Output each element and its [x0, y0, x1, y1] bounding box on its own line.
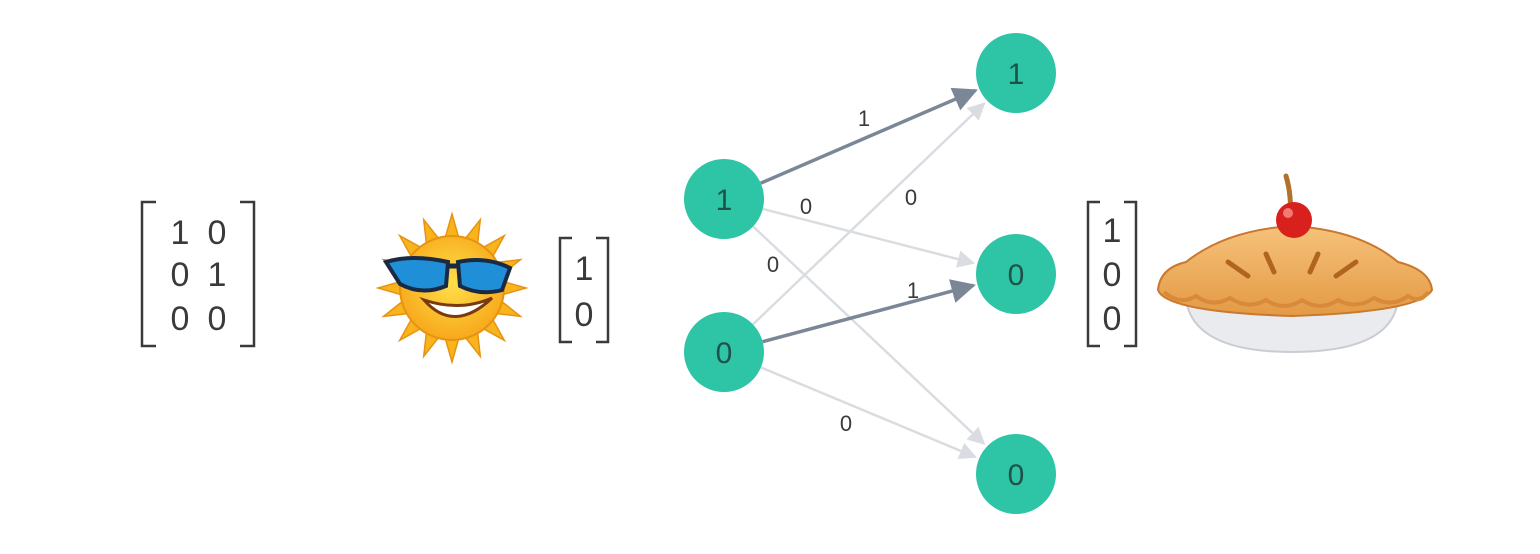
input-node: [684, 312, 764, 392]
output-node-label: 0: [1008, 459, 1025, 492]
matrix-cell: 0: [171, 300, 190, 338]
matrix-cell: 0: [171, 256, 190, 294]
input-node-label: 0: [716, 337, 733, 370]
network-edges: [752, 87, 986, 460]
pie-icon: [1156, 173, 1434, 354]
network-edge: [762, 279, 976, 344]
edge-weight-label: 0: [800, 194, 812, 219]
network-edge: [760, 87, 978, 185]
matrix-cell: 1: [171, 214, 190, 252]
input-vector-right-bracket: [596, 236, 610, 344]
matrix-cell: 0: [208, 214, 227, 252]
output-node: [976, 234, 1056, 314]
network-edge: [760, 366, 978, 460]
edge-weight-label: 0: [905, 185, 917, 210]
input-vector-value: 0: [575, 296, 594, 334]
input-node-label: 1: [716, 184, 733, 217]
network-edge: [762, 207, 976, 268]
output-vector-value: 0: [1103, 256, 1122, 294]
input-vector: 1 0: [558, 236, 610, 344]
edge-weight-label: 1: [907, 278, 919, 303]
input-vector-left-bracket: [558, 236, 572, 344]
output-vector-value: 1: [1103, 212, 1122, 250]
network-edge: [752, 225, 986, 446]
input-node: [684, 159, 764, 239]
output-vector-value: 0: [1103, 300, 1122, 338]
output-vector: 1 0 0: [1086, 200, 1138, 348]
matrix-cell: 0: [208, 300, 227, 338]
matrix-cell: 1: [208, 256, 227, 294]
output-layer: 1 0 0: [976, 33, 1056, 514]
output-node-label: 0: [1008, 259, 1025, 292]
edge-weight-labels: 1 0 0 0 1 0: [767, 106, 919, 436]
output-node: [976, 434, 1056, 514]
edge-weight-label: 1: [858, 106, 870, 131]
network-edge: [752, 102, 986, 326]
output-vector-right-bracket: [1124, 200, 1138, 348]
weight-matrix: 1 0 0 1 0 0: [140, 200, 256, 348]
output-node: [976, 33, 1056, 113]
sun-with-sunglasses-icon: [375, 211, 529, 365]
input-vector-value: 1: [575, 250, 594, 288]
input-layer: 1 0: [684, 159, 764, 392]
edge-weight-label: 0: [840, 411, 852, 436]
edge-weight-label: 0: [767, 252, 779, 277]
output-node-label: 1: [1008, 58, 1025, 91]
matrix-left-bracket: [140, 200, 156, 348]
output-vector-left-bracket: [1086, 200, 1100, 348]
matrix-right-bracket: [240, 200, 256, 348]
